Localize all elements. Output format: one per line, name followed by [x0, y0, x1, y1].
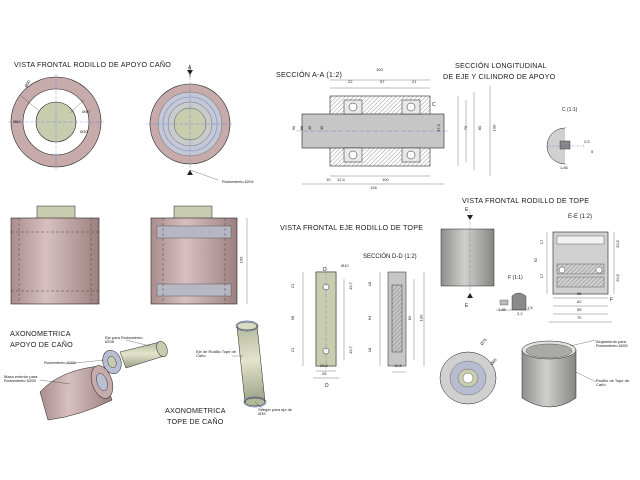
callout-stop-roller: Rodillo de Tope de Caño — [596, 378, 630, 387]
dim-f-1: 1,85 — [498, 307, 506, 312]
dim-c-1: 2,5 — [584, 139, 590, 144]
dim-dd-64: 64 — [367, 315, 373, 321]
section-dd-drawing — [379, 271, 425, 373]
dim-aa-9: 37,5 — [435, 124, 441, 132]
callout-outer-mass: Maza exterior para Rodamiento 6208 — [4, 374, 38, 383]
dim-shaft-26: 26 — [322, 371, 327, 376]
dim-ee-205a: 20,5 — [614, 240, 620, 248]
section-mark-c: C — [432, 102, 436, 108]
dim-aa-7: 40 — [307, 125, 313, 131]
dim-aa-13: 10 — [326, 177, 331, 182]
section-mark-f: F — [610, 297, 614, 303]
shaft-front-drawing — [302, 266, 345, 379]
title-detail-c: C (1:1) — [562, 107, 578, 113]
section-mark-e-bottom: E — [465, 303, 469, 309]
dim-f-2: 2,2 — [517, 311, 523, 316]
dim-dd-18a: 18 — [367, 281, 373, 287]
dim-aa-16: 126 — [370, 185, 377, 190]
dim-f-3: 1,5 — [527, 305, 533, 310]
dim-shaft-d10: Ø10 — [341, 263, 349, 268]
callout-bearing-6208: Rodamiento 6208 — [44, 360, 76, 365]
dim-aa-12: 100 — [491, 124, 497, 132]
dim-ee-62: 62 — [577, 299, 582, 304]
section-mark-d-bottom: D — [325, 383, 329, 389]
dim-dd-125: 12,5 — [394, 363, 402, 368]
section-mark-e-top: E — [465, 207, 469, 213]
dim-shaft-197a: 19,7 — [347, 282, 353, 290]
dim-aa-6: 56 — [299, 125, 305, 131]
title-axo-stop-2: TOPE DE CAÑO — [167, 417, 224, 426]
axo-support-drawing — [39, 339, 168, 421]
section-ee-drawing — [546, 231, 615, 323]
stop-roller-front — [440, 210, 495, 300]
title-section-aa: SECCIÓN A-A (1:2) — [276, 70, 343, 79]
detail-c-drawing — [546, 127, 584, 165]
title-front-roller: VISTA FRONTAL RODILLO DE APOYO CAÑO — [14, 60, 172, 69]
title-shaft-front: VISTA FRONTAL EJE RODILLO DE TOPE — [280, 223, 424, 232]
dim-ee-17a: 17 — [539, 239, 545, 245]
side-view-left — [10, 205, 100, 305]
axo-stop-cylinder-drawing — [521, 339, 597, 408]
dim-side-height: 100 — [238, 256, 244, 264]
dim-dd-18b: 18 — [367, 347, 373, 353]
dim-ee-205b: 20,5 — [614, 274, 620, 282]
title-stop-front: VISTA FRONTAL RODILLO DE TOPE — [462, 196, 590, 205]
dim-ee-17b: 17 — [539, 273, 545, 279]
dim-dd-82: 82 — [407, 315, 413, 321]
title-longitudinal-1: SECCIÓN LONGITUDINAL — [455, 61, 547, 70]
title-detail-f: F (1:1) — [508, 275, 523, 281]
title-section-dd: SECCIÓN D-D (1:2) — [363, 254, 417, 260]
dim-aa-2: 22 — [348, 79, 353, 84]
dim-aa-1: 100 — [376, 67, 383, 72]
dim-ee-62v: 62 — [533, 257, 539, 263]
dim-aa-10: 70 — [463, 125, 469, 131]
dim-front-d30: Ø30 — [80, 129, 88, 134]
dim-shaft-239: 23,9 — [320, 363, 328, 368]
dim-aa-14: 12,4 — [337, 177, 345, 182]
dim-shaft-21a: 21 — [290, 283, 296, 289]
section-mark-a-top: A — [188, 65, 192, 71]
dim-c-3: 5 — [591, 149, 594, 154]
dim-ee-70: 70 — [577, 315, 582, 320]
detail-f-drawing — [496, 292, 530, 311]
dim-aa-3: 57 — [380, 79, 385, 84]
dim-aa-8: 40 — [319, 125, 325, 131]
title-axo-support-2: APOYO DE CAÑO — [10, 340, 73, 349]
axo-stop-shaft-drawing — [232, 320, 267, 411]
front-roller-left — [8, 74, 104, 170]
dim-front-d60: Ø60 — [13, 119, 21, 124]
dim-aa-4: 21 — [412, 79, 417, 84]
section-mark-d-top: D — [323, 267, 327, 273]
callout-housing-6205: Alojamiento para Rodamiento 6205 — [596, 339, 628, 348]
title-section-ee: E-E (1:2) — [568, 214, 593, 220]
dim-shaft-58: 58 — [290, 315, 296, 321]
title-axo-stop-1: AXONOMETRICA — [165, 406, 226, 415]
dim-front-d40: Ø40 — [82, 109, 90, 114]
axo-stop-ring-drawing — [439, 351, 497, 405]
dim-ee-55b: 55 — [577, 307, 582, 312]
side-view-right — [150, 205, 248, 305]
callout-shaft-6208: Eje para Rodamiento 6208 — [105, 335, 143, 344]
front-roller-right — [146, 68, 234, 181]
dim-shaft-21b: 21 — [290, 347, 296, 353]
dim-dd-100: 100 — [418, 314, 424, 322]
callout-stop-shaft: Eje de Rodillo Tope de Caño — [196, 349, 236, 358]
callout-seeger: Seeger para eje de Ø35 — [258, 407, 293, 416]
dim-aa-11: 80 — [477, 125, 483, 131]
section-aa-drawing — [296, 79, 491, 185]
dim-c-2: 1,85 — [560, 165, 568, 170]
title-axo-support-1: AXONOMETRICA — [10, 329, 71, 338]
dim-shaft-197b: 19,7 — [347, 346, 353, 354]
dim-aa-5: 90 — [291, 125, 297, 131]
dim-ee-55a: 55 — [577, 291, 582, 296]
dim-aa-15: 100 — [382, 177, 389, 182]
title-longitudinal-2: DE EJE Y CILINDRO DE APOYO — [443, 72, 556, 81]
callout-bearing-6204: Rodamiento 6204 — [222, 179, 254, 184]
